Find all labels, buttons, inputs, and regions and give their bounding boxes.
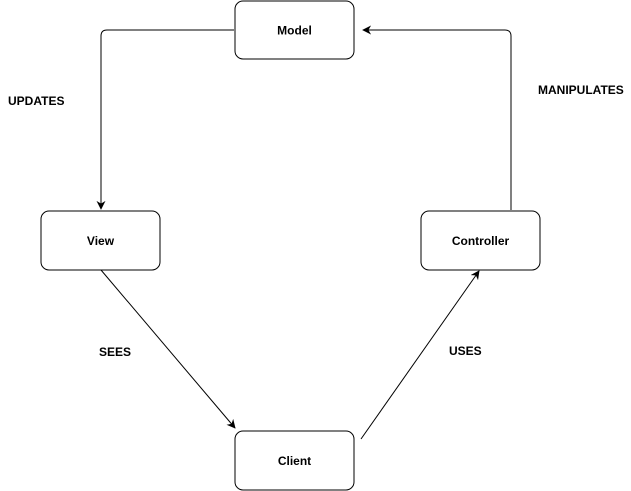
- model-node[interactable]: Model: [234, 0, 355, 60]
- uses-label: USES: [449, 344, 482, 358]
- view-node-label: View: [87, 234, 115, 248]
- client-node-label: Client: [278, 454, 311, 468]
- sees-edge: [100, 269, 236, 429]
- client-node[interactable]: Client: [234, 430, 355, 491]
- manipulates-edge: [362, 25, 512, 210]
- sees-label: SEES: [99, 345, 131, 359]
- controller-node[interactable]: Controller: [420, 210, 541, 271]
- updates-label: UPDATES: [8, 94, 64, 108]
- manipulates-label: MANIPULATES: [538, 83, 624, 97]
- updates-edge: [96, 29, 234, 210]
- uses-edge: [360, 270, 480, 440]
- model-node-label: Model: [277, 24, 312, 38]
- controller-node-label: Controller: [452, 234, 510, 248]
- view-node[interactable]: View: [40, 210, 161, 271]
